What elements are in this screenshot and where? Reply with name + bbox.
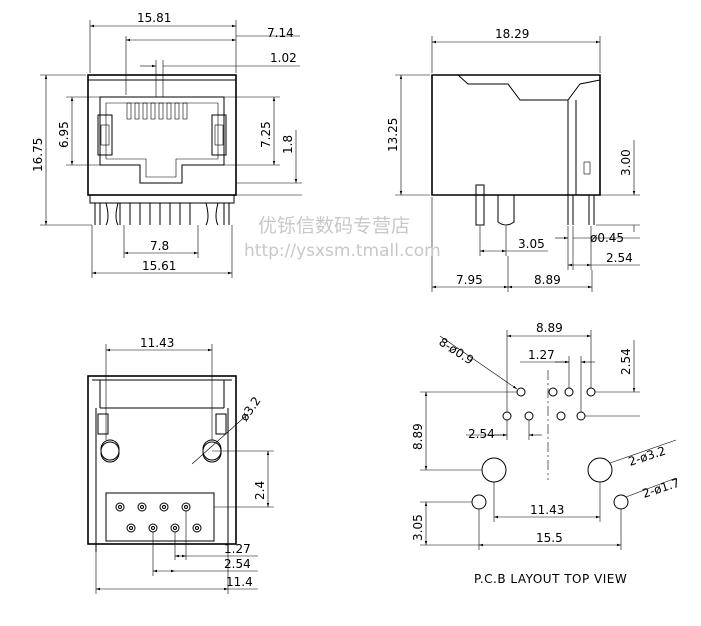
side-led-marker <box>583 161 591 175</box>
bottom-left-post <box>100 441 120 461</box>
side-top-profile <box>432 74 601 101</box>
dim-2-54-side: 2.54 <box>606 251 633 265</box>
dim-15-5: 15.5 <box>536 531 563 545</box>
dim-13-25: 13.25 <box>386 118 400 152</box>
pcb-peg-hole-right <box>613 494 629 510</box>
bottom-pin-area <box>105 492 215 542</box>
front-view: 15.81 7.14 1.02 16.75 6.95 7.25 1.8 <box>31 11 302 278</box>
front-contacts <box>126 102 188 120</box>
dim-3-05-side: 3.05 <box>518 237 545 251</box>
pcb-view: 8.89 8-ø0.9 1.27 2.54 2.54 8.89 2-ø3.2 2… <box>411 321 681 586</box>
side-post <box>497 195 515 226</box>
dim-1-8: 1.8 <box>281 135 295 154</box>
dim-15-61: 15.61 <box>142 259 176 273</box>
pcb-peg-hole-left <box>471 494 487 510</box>
dim-2-54-bottom: 2.54 <box>224 557 251 571</box>
front-jack-opening <box>99 96 225 184</box>
watermark-url: http://ysxsm.tmall.com <box>244 241 441 261</box>
front-jack-inner <box>105 102 219 178</box>
pcb-caption: P.C.B LAYOUT TOP VIEW <box>474 572 627 586</box>
front-right-led <box>211 114 227 156</box>
dim-6-95: 6.95 <box>57 121 71 148</box>
front-pins <box>94 202 230 226</box>
dim-3-00: 3.00 <box>619 149 633 176</box>
dim-8-89-pcb-top: 8.89 <box>536 321 563 335</box>
dim-7-95: 7.95 <box>456 273 483 287</box>
side-peg-left <box>475 184 485 226</box>
dim-2-4: 2.4 <box>253 481 267 500</box>
dim-2-54-pcb-right: 2.54 <box>619 348 633 375</box>
dim-1-02: 1.02 <box>270 51 297 65</box>
watermark-store-name: 优铄信数码专营店 <box>258 215 410 237</box>
front-base <box>89 194 235 204</box>
dim-11-43-pcb: 11.43 <box>530 503 564 517</box>
front-left-led <box>97 114 113 156</box>
store-watermark: 优铄信数码专营店 http://ysxsm.tmall.com <box>244 215 441 261</box>
dim-7-25: 7.25 <box>259 121 273 148</box>
pcb-mount-hole-right <box>587 457 613 483</box>
dim-8-89-pcb-left: 8.89 <box>411 423 425 450</box>
dim-hole-3-2: ø3.2 <box>237 394 264 424</box>
dim-7-14: 7.14 <box>267 26 294 40</box>
side-view: 18.29 13.25 3.00 3.05 ø0.45 2.54 <box>386 27 640 292</box>
dim-2-holes-big: 2-ø3.2 <box>627 444 668 469</box>
bottom-right-tab <box>215 413 227 435</box>
dim-8-holes: 8-ø0.9 <box>436 335 476 368</box>
pcb-mount-hole-left <box>481 457 507 483</box>
dim-11-4: 11.4 <box>226 575 253 589</box>
dim-16-75: 16.75 <box>31 138 45 172</box>
dim-7-8: 7.8 <box>150 239 169 253</box>
bottom-pins <box>115 502 202 533</box>
dim-11-43-bottom: 11.43 <box>140 336 174 350</box>
dim-18-29: 18.29 <box>495 27 529 41</box>
side-body-outline <box>431 74 601 196</box>
dim-1-27-bottom: 1.27 <box>224 542 251 556</box>
bottom-body-outline <box>87 375 237 545</box>
bottom-view: 11.43 ø3.2 2.4 1.27 2.54 11.4 <box>87 336 274 594</box>
dim-8-89-side: 8.89 <box>534 273 561 287</box>
dim-2-holes-small: 2-ø1.7 <box>641 476 682 501</box>
dim-pin-dia: ø0.45 <box>590 231 624 245</box>
bottom-left-tab <box>97 413 109 435</box>
dim-2-54-pcb-left: 2.54 <box>468 427 495 441</box>
dim-1-27-pcb: 1.27 <box>528 348 555 362</box>
front-right-led-inner <box>214 124 224 146</box>
front-left-led-inner <box>100 124 110 146</box>
dim-15-81: 15.81 <box>137 11 171 25</box>
dim-3-05-pcb: 3.05 <box>411 514 425 541</box>
